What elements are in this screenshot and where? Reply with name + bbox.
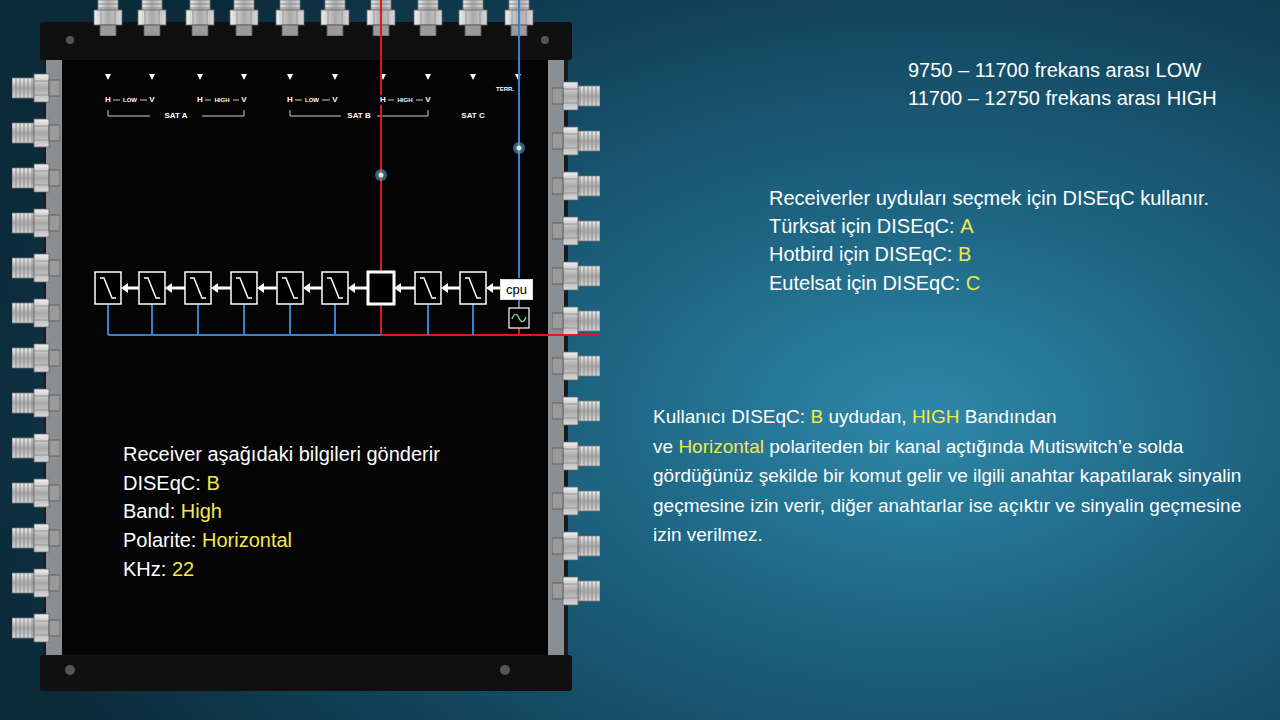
satellite-label: SAT C: [460, 111, 485, 121]
polarity-label: H: [286, 95, 294, 105]
tone-generator: [509, 308, 529, 328]
label-text: 9750 – 11700 frekans arası LOW: [908, 59, 1201, 81]
label-text: TERR.: [496, 86, 514, 92]
cpu-box: cpu: [500, 279, 533, 300]
label-text: SAT B: [347, 111, 370, 120]
label-text: Receiverler uyduları seçmek için DISEqC …: [769, 187, 1209, 209]
label-text: Polarite:: [123, 529, 196, 551]
band-label: LOW: [122, 95, 138, 105]
label-text: Türksat için DISEqC:: [769, 215, 955, 237]
polarity-label: H: [379, 95, 387, 105]
band-label: HIGH: [397, 95, 414, 105]
label-text: 11700 – 12750 frekans arası HIGH: [908, 87, 1217, 109]
label-text: Receiver aşağıdaki bilgileri gönderir: [123, 443, 440, 465]
highlight-value: B: [810, 406, 823, 427]
label-text: H: [380, 95, 386, 104]
receiver-field: KHz: 22: [123, 557, 194, 581]
signal-wires: [108, 0, 600, 335]
polarity-label: H: [196, 95, 204, 105]
signal-dots: [375, 142, 525, 181]
label-text: LOW: [123, 97, 137, 103]
band-label: HIGH: [214, 95, 231, 105]
label-text: V: [425, 95, 430, 104]
diseqc-line: Türksat için DISEqC:A: [769, 214, 974, 238]
band-dashes: [113, 100, 423, 101]
label-text: Eutelsat için DISEqC:: [769, 272, 960, 294]
diseqc-line: Eutelsat için DISEqC: C: [769, 271, 980, 295]
receiver-field: Polarite: Horizontal: [123, 528, 292, 552]
satellite-label: SAT A: [163, 111, 188, 121]
frequency-note: 11700 – 12750 frekans arası HIGH: [908, 86, 1217, 110]
highlight-value: C: [966, 272, 980, 294]
label-text: V: [241, 95, 246, 104]
label-text: Hotbird için DISEqC:: [769, 243, 952, 265]
receiver-field: DISEqC:B: [123, 471, 220, 495]
satellite-label: SAT B: [346, 111, 371, 121]
switch-row: [95, 272, 486, 304]
label-text: KHz:: [123, 558, 166, 580]
label-text: H: [105, 95, 111, 104]
band-label: LOW: [304, 95, 320, 105]
label-text: V: [149, 95, 154, 104]
polarity-label: H: [104, 95, 112, 105]
switch-arrows: [121, 283, 500, 293]
label-text: SAT A: [164, 111, 187, 120]
input-markers: [105, 74, 521, 80]
polarity-label: V: [331, 95, 338, 105]
polarity-label: V: [240, 95, 247, 105]
diseqc-line: Hotbird için DISEqC: B: [769, 242, 971, 266]
label-text: DISEqC:: [123, 472, 201, 494]
highlight-value: Horizontal: [678, 436, 764, 457]
highlight-value: HIGH: [912, 406, 960, 427]
receiver-heading: Receiver aşağıdaki bilgileri gönderir: [123, 442, 440, 466]
polarity-label: V: [148, 95, 155, 105]
label-text: H: [287, 95, 293, 104]
highlight-value: Horizontal: [202, 529, 292, 551]
diseqc-note: Receiverler uyduları seçmek için DISEqC …: [769, 186, 1209, 210]
node-text: cpu: [506, 282, 527, 297]
top-connectors: [94, 0, 533, 36]
highlight-value: B: [958, 243, 971, 265]
left-connectors: [12, 74, 60, 642]
frequency-note: 9750 – 11700 frekans arası LOW: [908, 58, 1201, 82]
receiver-field: Band: High: [123, 499, 222, 523]
highlight-value: High: [181, 500, 222, 522]
label-text: uydudan,: [828, 406, 906, 427]
label-text: H: [197, 95, 203, 104]
label-text: HIGH: [398, 97, 413, 103]
label-text: Kullanıcı DISEqC:: [653, 406, 805, 427]
right-connectors: [552, 82, 600, 605]
label-text: LOW: [305, 97, 319, 103]
polarity-label: V: [424, 95, 431, 105]
explanation-paragraph: Kullanıcı DISEqC:Buydudan,HIGHBandından …: [653, 402, 1268, 550]
label-text: HIGH: [215, 97, 230, 103]
label-text: Band:: [123, 500, 175, 522]
housing: [40, 22, 572, 691]
label-text: SAT C: [461, 111, 484, 120]
highlight-value: 22: [172, 558, 194, 580]
highlight-value: B: [206, 472, 219, 494]
label-text: V: [332, 95, 337, 104]
terrestrial-label: TERR.: [495, 84, 515, 94]
highlight-value: A: [960, 215, 973, 237]
